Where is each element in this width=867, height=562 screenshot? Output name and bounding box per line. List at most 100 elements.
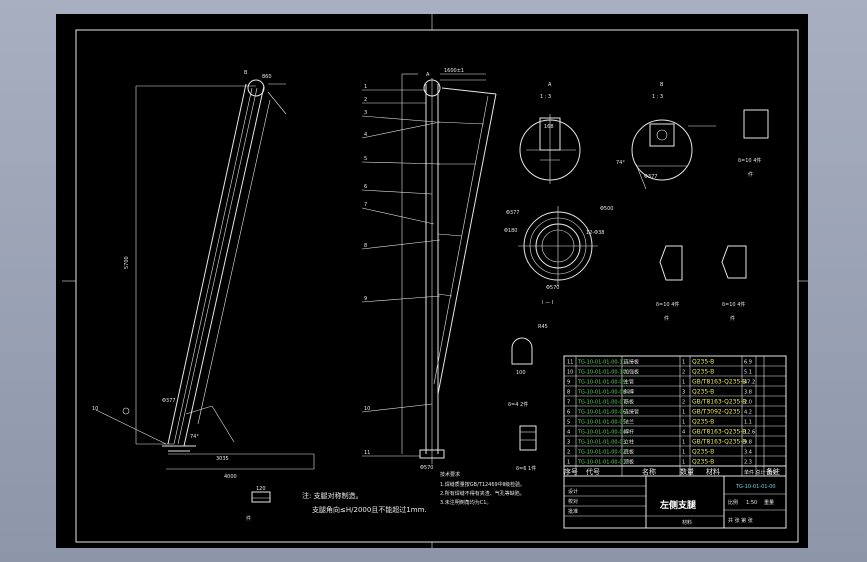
detail-bottom-left (251, 491, 271, 503)
detail-r45 (511, 337, 533, 365)
plate-sketch-3 (721, 245, 747, 279)
bom-cell-material: GB/T8163-Q235-B (692, 429, 746, 436)
title-drawing-no: TG-10-01-01-00 (735, 484, 776, 490)
bom-cell-code: TG-10-01-01-00-11 (577, 360, 626, 366)
bom-cell-qty: 4 (682, 430, 685, 436)
label-a-mid: A (426, 72, 430, 78)
left-leg-view (95, 79, 315, 470)
detail-square (519, 425, 537, 451)
bom-cell-code: TG-10-01-01-00-01 (577, 460, 626, 466)
note-left-2: 支腿角向≤H/2000且不能超过1mm. (312, 505, 427, 514)
bom-cell-w: 4.2 (744, 410, 752, 416)
callout-3: 3 (364, 110, 367, 116)
dim-left-base: 4000 (224, 474, 237, 480)
bom-cell-name: 筋板 (624, 399, 634, 406)
bom-cell-w: 3.4 (744, 450, 752, 456)
callout-11: 11 (364, 450, 370, 456)
bom-cell-seq: 7 (567, 400, 570, 406)
bom-cell-w: 47.2 (744, 380, 755, 386)
detail-a-dim: 168 (544, 124, 554, 130)
bom-cell-code: TG-10-01-01-00-09 (577, 380, 626, 386)
bom-cell-name: 连接管 (624, 409, 639, 416)
bom-cell-w: 3.8 (744, 390, 752, 396)
note-mid-0: 技术要求 (440, 471, 460, 478)
plate-sketch-1 (743, 109, 769, 139)
bom-header-name: 名称 (642, 467, 656, 476)
detail-bl-dim: 120 (256, 486, 266, 492)
flange-dim-outer: Φ500 (600, 206, 613, 212)
bom-cell-w: 2.3 (744, 460, 752, 466)
flange-section (518, 206, 598, 286)
bom-cell-name: 加强板 (624, 369, 639, 376)
bom-cell-material: Q235-B (692, 369, 714, 376)
bom-cell-w: 2.0 (744, 400, 752, 406)
plate-qty-3: 件 (730, 315, 735, 322)
bom-cell-code: TG-10-01-01-00-10 (577, 370, 626, 376)
bom-cell-material: Q235-B (692, 359, 714, 366)
bom-cell-qty: 1 (682, 440, 685, 446)
detail-r45-dim: 100 (516, 370, 526, 376)
detail-b-dim: Φ377 (644, 174, 657, 180)
dim-angle-left: 74° (190, 434, 199, 440)
bom-cell-name: 立柱 (624, 439, 634, 446)
bom-cell-material: GB/T3092-Q235 (692, 409, 740, 416)
note-mid-3: 3.未注明倒角均为C1。 (440, 499, 491, 506)
title-weight-label: 重量 (764, 499, 774, 506)
bom-cell-code: TG-10-01-01-00-07 (577, 400, 626, 406)
note-mid-1: 1.焊缝质量按GB/T12469中Ⅱ级检验。 (440, 481, 525, 488)
bom-cell-material: Q235-B (692, 449, 714, 456)
bom-cell-qty: 1 (682, 410, 685, 416)
bom-header-code: 代号 (586, 467, 600, 476)
bom-cell-name: 连接板 (624, 359, 639, 366)
bom-cell-seq: 9 (567, 380, 570, 386)
bom-cell-code: TG-10-01-01-00-06 (577, 410, 626, 416)
drawing-canvas: 5700 4000 3035 860 74° Φ377 10 B (62, 14, 808, 548)
front-callouts (361, 89, 441, 457)
bom-cell-code: TG-10-01-01-00-05 (577, 420, 626, 426)
detail-square-note: δ=6 1件 (516, 465, 536, 472)
title-approve: 批准 (568, 508, 578, 515)
bom-cell-w: 6.9 (744, 360, 752, 366)
detail-a (519, 114, 581, 184)
bom-cell-seq: 11 (567, 360, 573, 366)
bom-cell-qty: 1 (682, 450, 685, 456)
plate-qty-1: 件 (748, 171, 753, 178)
drawing-frame (75, 29, 799, 543)
dim-top-left: 860 (262, 74, 272, 80)
flange-dim-inner: Φ180 (504, 228, 517, 234)
detail-b-label: B (660, 82, 664, 88)
title-material-label: 材料 (682, 519, 692, 526)
flange-hole-note: 12-Φ38 (586, 230, 604, 236)
callout-8: 8 (364, 243, 367, 249)
bom-cell-code: TG-10-01-01-00-03 (577, 440, 626, 446)
title-scale-label: 比例 (728, 499, 738, 506)
bom-cell-qty: 2 (682, 400, 685, 406)
bom-cell-seq: 4 (567, 430, 570, 436)
bom-cell-w: 5.1 (744, 370, 752, 376)
flange-dim-pcd: Φ377 (506, 210, 519, 216)
dim-base-mid: Φ570 (420, 465, 433, 471)
label-b-left: B (244, 70, 248, 76)
bom-cell-name: 主管 (624, 379, 634, 386)
dim-left-base2: 3035 (216, 456, 229, 462)
detail-a-label: A (548, 82, 552, 88)
bom-cell-qty: 1 (682, 460, 685, 466)
bom-cell-seq: 10 (567, 370, 573, 376)
callout-2: 2 (364, 97, 367, 103)
bom-cell-name: 顶板 (624, 459, 634, 466)
callout-10: 10 (364, 406, 370, 412)
bom-cell-w: 12.6 (744, 430, 755, 436)
callout-9: 9 (364, 296, 367, 302)
bom-cell-seq: 1 (567, 460, 570, 466)
detail-a-scale: 1 : 3 (540, 94, 551, 100)
detail-b-scale: 1 : 3 (652, 94, 663, 100)
bom-header-remark: 备注 (766, 467, 780, 476)
plate-sketch-2 (659, 245, 683, 281)
bom-cell-w: 9.8 (744, 440, 752, 446)
bom-header-weight: 单件 总计 重量 (744, 469, 777, 476)
bom-cell-material: Q235-B (692, 389, 714, 396)
plate-note-2: δ=10 4件 (656, 301, 679, 308)
callout-5: 5 (364, 156, 367, 162)
detail-b-angle: 74° (616, 160, 625, 166)
